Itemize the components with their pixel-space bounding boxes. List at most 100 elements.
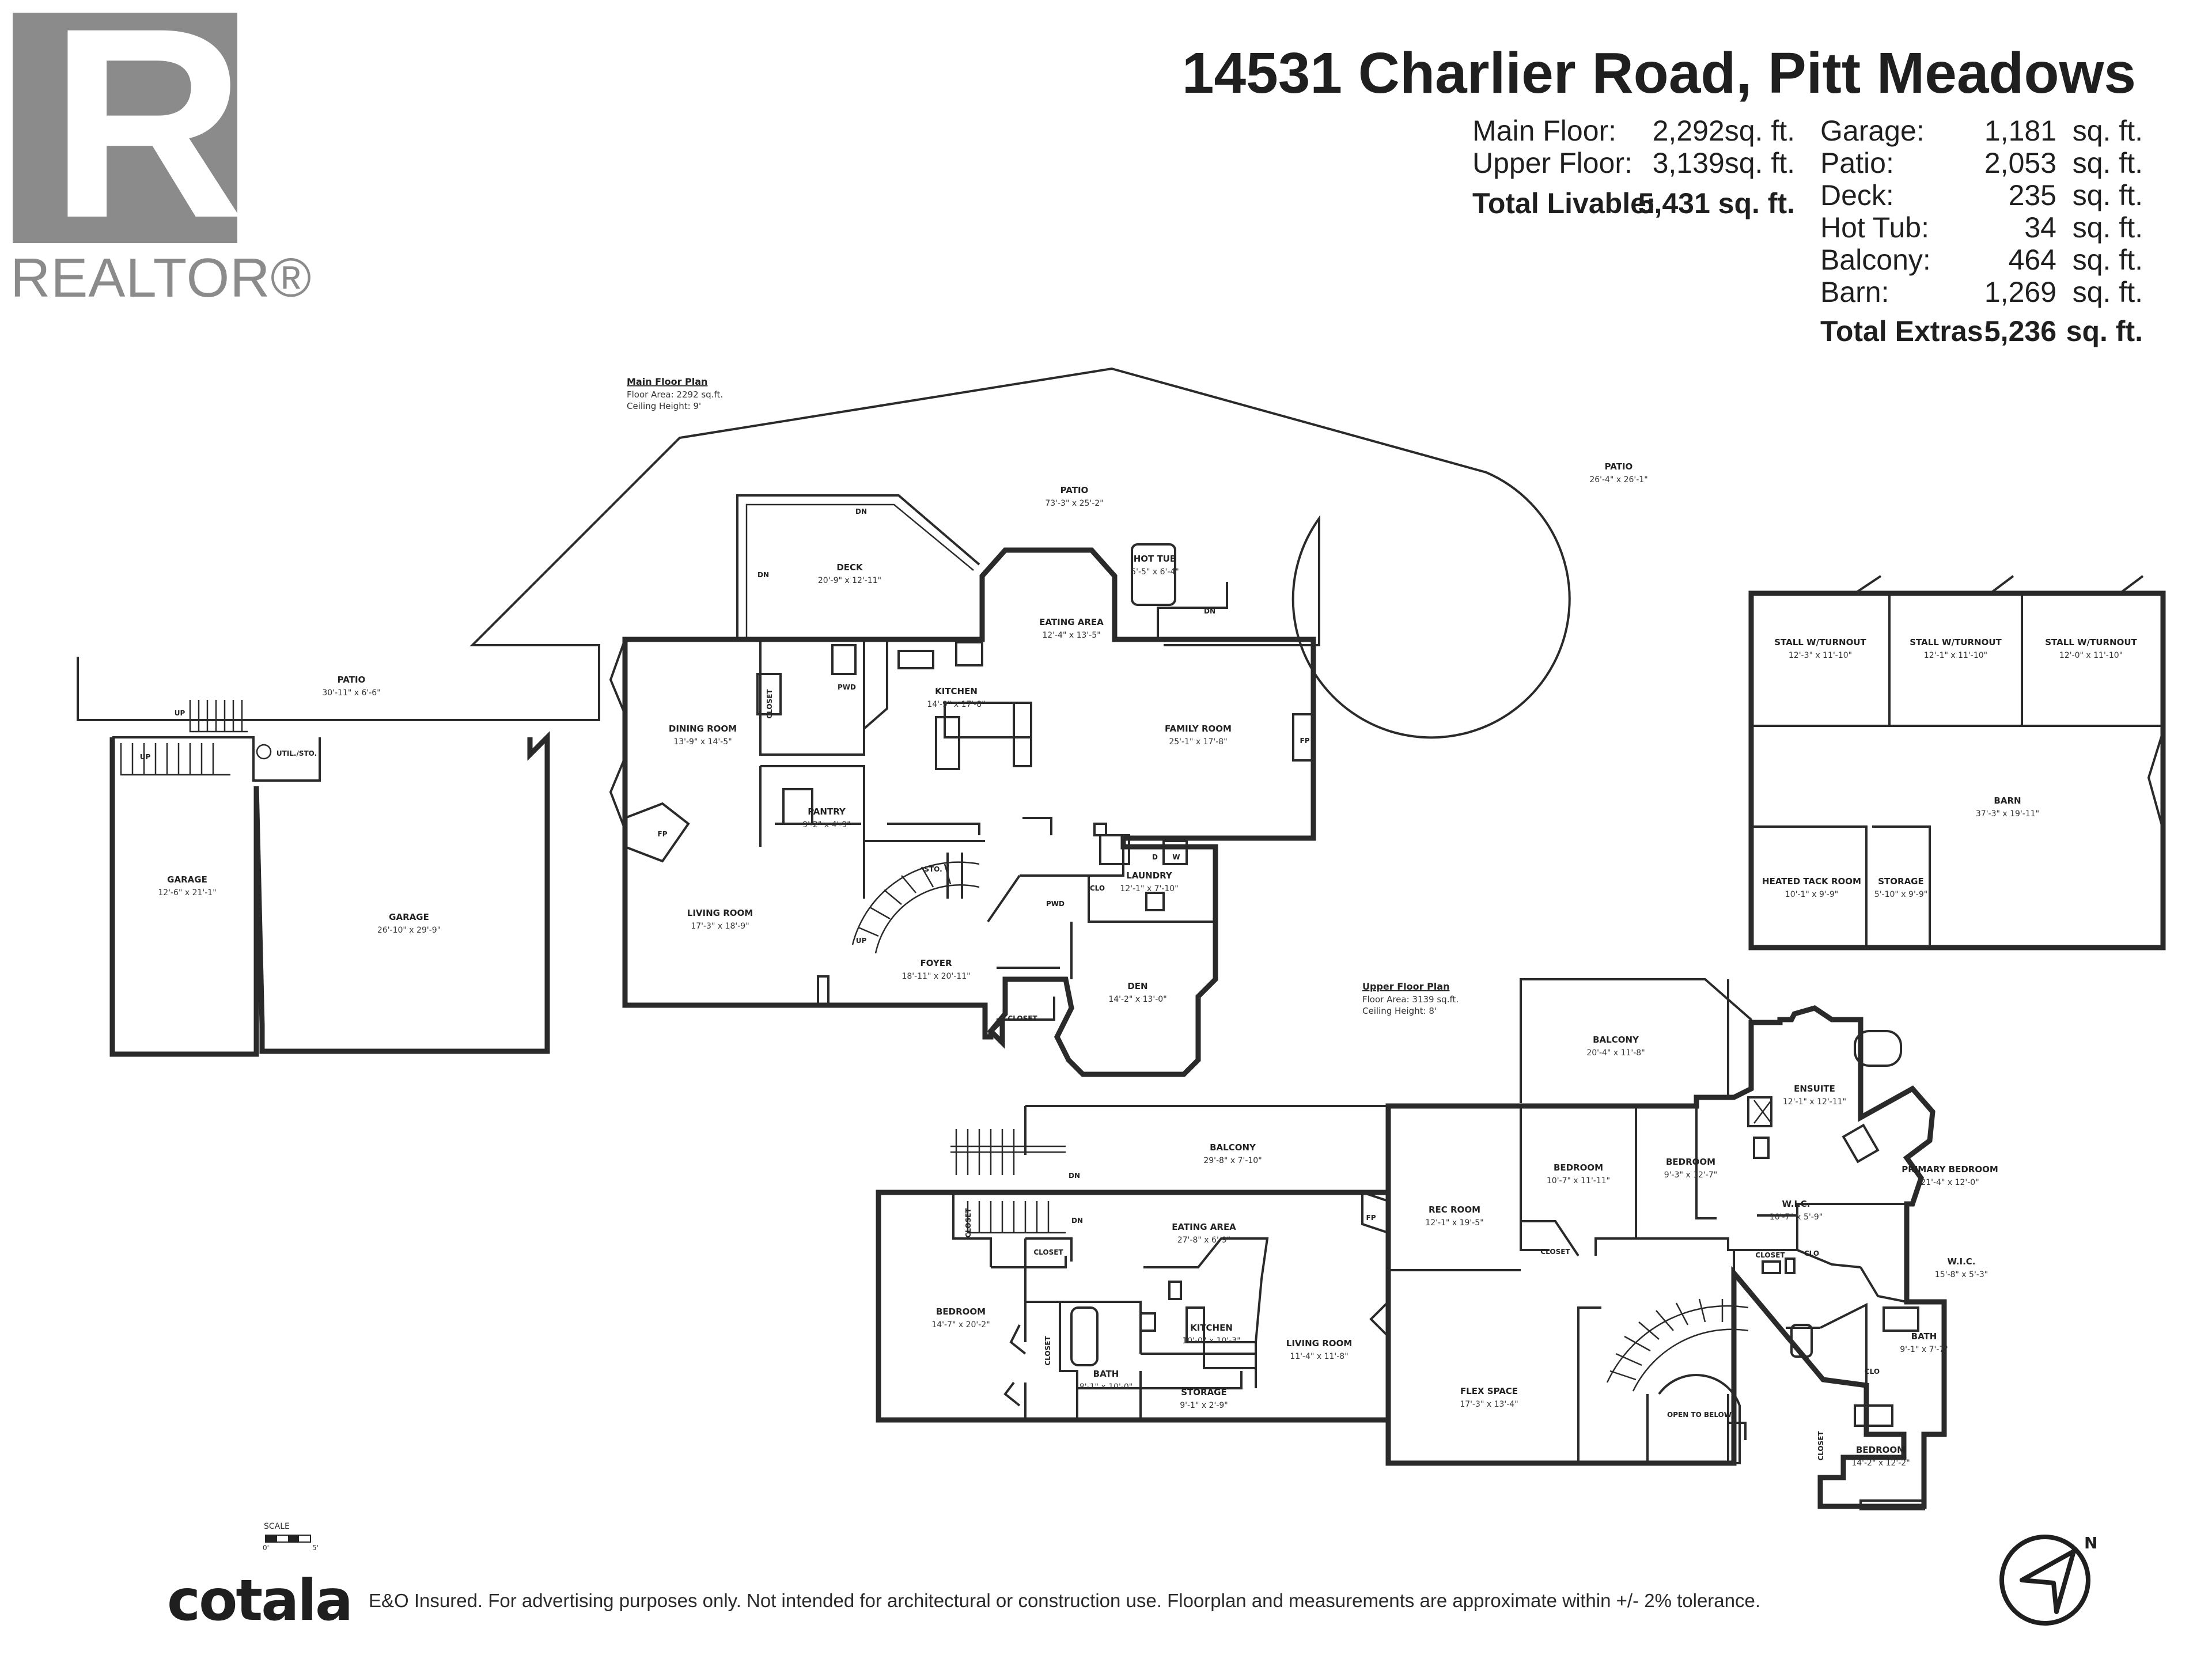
north-label: N bbox=[2084, 1533, 2097, 1552]
stat-label: Barn: bbox=[1820, 276, 1889, 308]
stat-garage: Garage: 1,181 sq. ft. bbox=[1820, 114, 2143, 147]
utility-label: UTIL./STO. bbox=[276, 749, 317, 757]
stat-label: Total Extras: bbox=[1820, 315, 1993, 347]
dryer-label: D bbox=[1152, 853, 1158, 861]
room-name: W.I.C. bbox=[1947, 1256, 1975, 1267]
powder-room-label: PWD bbox=[838, 683, 856, 691]
room-name: STALL W/TURNOUT bbox=[2045, 637, 2137, 647]
stat-balcony: Balcony: 464 sq. ft. bbox=[1820, 243, 2143, 276]
room-name: FLEX SPACE bbox=[1460, 1386, 1518, 1396]
property-address-title: 14531 Charlier Road, Pitt Meadows bbox=[1181, 41, 2136, 105]
stair-dn-label: DN bbox=[855, 507, 867, 516]
realtor-logo-word: REALTOR® bbox=[10, 247, 312, 309]
storage-label: STO. bbox=[924, 865, 942, 873]
room-name: GARAGE bbox=[389, 912, 429, 922]
room-dim: 12'-0" x 11'-10" bbox=[2059, 651, 2123, 660]
room-name: KITCHEN bbox=[935, 686, 978, 696]
room-dim: 13'-9" x 14'-5" bbox=[673, 737, 732, 747]
stat-number: 34 bbox=[2024, 211, 2056, 244]
stat-total-livable: Total Livable: 5,431 sq. ft. bbox=[1472, 187, 1795, 219]
stat-unit: sq. ft. bbox=[2066, 315, 2143, 347]
stair-dn-label: DN bbox=[757, 571, 769, 579]
stat-label: Garage: bbox=[1820, 115, 1925, 147]
upper-plan-heading: Upper Floor Plan bbox=[1362, 981, 1449, 992]
room-dim: 11'-4" x 11'-8" bbox=[1290, 1352, 1348, 1361]
stair-dn-label: DN bbox=[1204, 607, 1215, 615]
fireplace bbox=[624, 802, 690, 863]
garage-walls bbox=[109, 731, 550, 1057]
room-dim: 10'-1" x 9'-9" bbox=[1785, 890, 1838, 899]
room-dim: 30'-11" x 6'-6" bbox=[322, 688, 380, 698]
stat-hot-tub: Hot Tub: 34 sq. ft. bbox=[1820, 211, 2143, 244]
closet-label: CLOSET bbox=[1755, 1251, 1785, 1259]
stat-number: 1,181 bbox=[1984, 115, 2056, 147]
room-dim: 14'-7" x 20'-2" bbox=[931, 1320, 990, 1330]
spiral-stair bbox=[851, 861, 980, 954]
room-dim: 12'-1" x 7'-10" bbox=[1120, 884, 1178, 893]
area-summary-extras: Garage: 1,181 sq. ft. Patio: 2,053 sq. f… bbox=[1820, 114, 2143, 356]
closet-label: CLOSET bbox=[1817, 1431, 1825, 1461]
room-name: GARAGE bbox=[167, 874, 207, 885]
stat-number: 1,269 bbox=[1984, 276, 2056, 308]
room-name: LIVING ROOM bbox=[1286, 1338, 1352, 1349]
room-dim: 26'-10" x 29'-9" bbox=[377, 926, 441, 935]
deck-outline bbox=[736, 494, 980, 639]
stat-deck: Deck: 235 sq. ft. bbox=[1820, 179, 2143, 211]
closet-label: CLO bbox=[1090, 884, 1105, 892]
stat-upper-floor: Upper Floor: 3,139sq. ft. bbox=[1472, 146, 1795, 179]
room-name: PATIO bbox=[1060, 485, 1089, 495]
stair-up-label: UP bbox=[856, 937, 867, 945]
north-arrow-icon: N bbox=[1999, 1533, 2097, 1626]
washer-label: W bbox=[1172, 853, 1180, 861]
room-name: W.I.C. bbox=[1782, 1199, 1810, 1209]
room-name: FOYER bbox=[920, 958, 952, 968]
realtor-logo: R bbox=[13, 0, 245, 259]
room-name: STORAGE bbox=[1181, 1387, 1227, 1397]
stat-value: 2,292sq. ft. bbox=[1652, 115, 1795, 147]
room-name: LIVING ROOM bbox=[687, 908, 753, 918]
room-name: BEDROOM bbox=[1856, 1445, 1906, 1455]
stat-label: Hot Tub: bbox=[1820, 211, 1929, 244]
main-plan-area: Floor Area: 2292 sq.ft. bbox=[627, 389, 723, 400]
powder-room-label: PWD bbox=[1046, 900, 1065, 908]
room-name: HEATED TACK ROOM bbox=[1762, 876, 1861, 887]
room-dim: 14'-2" x 13'-0" bbox=[1108, 995, 1166, 1004]
room-name: HOT TUB bbox=[1134, 554, 1177, 564]
stat-unit: sq. ft. bbox=[2072, 276, 2143, 308]
realtor-logo-box bbox=[13, 13, 237, 243]
stat-label: Patio: bbox=[1820, 147, 1894, 179]
closet-label: CLO bbox=[1865, 1368, 1880, 1376]
room-dim: 10'-0" x 10'-3" bbox=[1182, 1336, 1240, 1346]
room-name: DECK bbox=[836, 562, 863, 573]
room-name: KITCHEN bbox=[1190, 1323, 1233, 1333]
main-plan-heading: Main Floor Plan bbox=[627, 376, 707, 387]
room-name: BEDROOM bbox=[936, 1306, 986, 1317]
room-name: REC ROOM bbox=[1429, 1205, 1480, 1215]
room-dim: 73'-3" x 25'-2" bbox=[1045, 499, 1103, 508]
stair-up-label: UP bbox=[140, 753, 151, 761]
fireplace-label: FP bbox=[658, 830, 668, 838]
room-dim: 12'-1" x 11'-10" bbox=[1924, 651, 1987, 660]
room-name: BALCONY bbox=[1210, 1142, 1256, 1153]
room-dim: 12'-3" x 11'-10" bbox=[1789, 651, 1852, 660]
room-dim: 5'-10" x 9'-9" bbox=[1874, 890, 1927, 899]
stat-value: 3,139sq. ft. bbox=[1652, 147, 1795, 179]
upper-right-suite-walls bbox=[1385, 1005, 1947, 1509]
room-name: STALL W/TURNOUT bbox=[1910, 637, 2002, 647]
room-dim: 12'-1" x 19'-5" bbox=[1425, 1218, 1483, 1228]
stat-label: Deck: bbox=[1820, 179, 1894, 211]
room-dim: 14'-2" x 12'-2" bbox=[1851, 1459, 1910, 1468]
stat-value: 5,431 sq. ft. bbox=[1638, 187, 1795, 219]
barn-walls bbox=[1748, 590, 2166, 950]
room-name: EATING AREA bbox=[1039, 617, 1104, 627]
room-name: PATIO bbox=[338, 675, 366, 685]
stair-dn-label: DN bbox=[1069, 1172, 1080, 1180]
room-name: PRIMARY BEDROOM bbox=[1902, 1164, 1998, 1175]
stat-number: 235 bbox=[2008, 179, 2056, 211]
room-dim: 9'-1" x 2'-9" bbox=[1180, 1401, 1228, 1410]
closet-label: CLOSET bbox=[1044, 1336, 1052, 1366]
stat-label: Total Livable: bbox=[1472, 187, 1656, 219]
closet-label: CLO bbox=[1804, 1249, 1819, 1257]
open-to-below-label: OPEN TO BELOW bbox=[1667, 1411, 1732, 1419]
stat-total-extras: Total Extras: 5,236 sq. ft. bbox=[1820, 315, 2143, 347]
